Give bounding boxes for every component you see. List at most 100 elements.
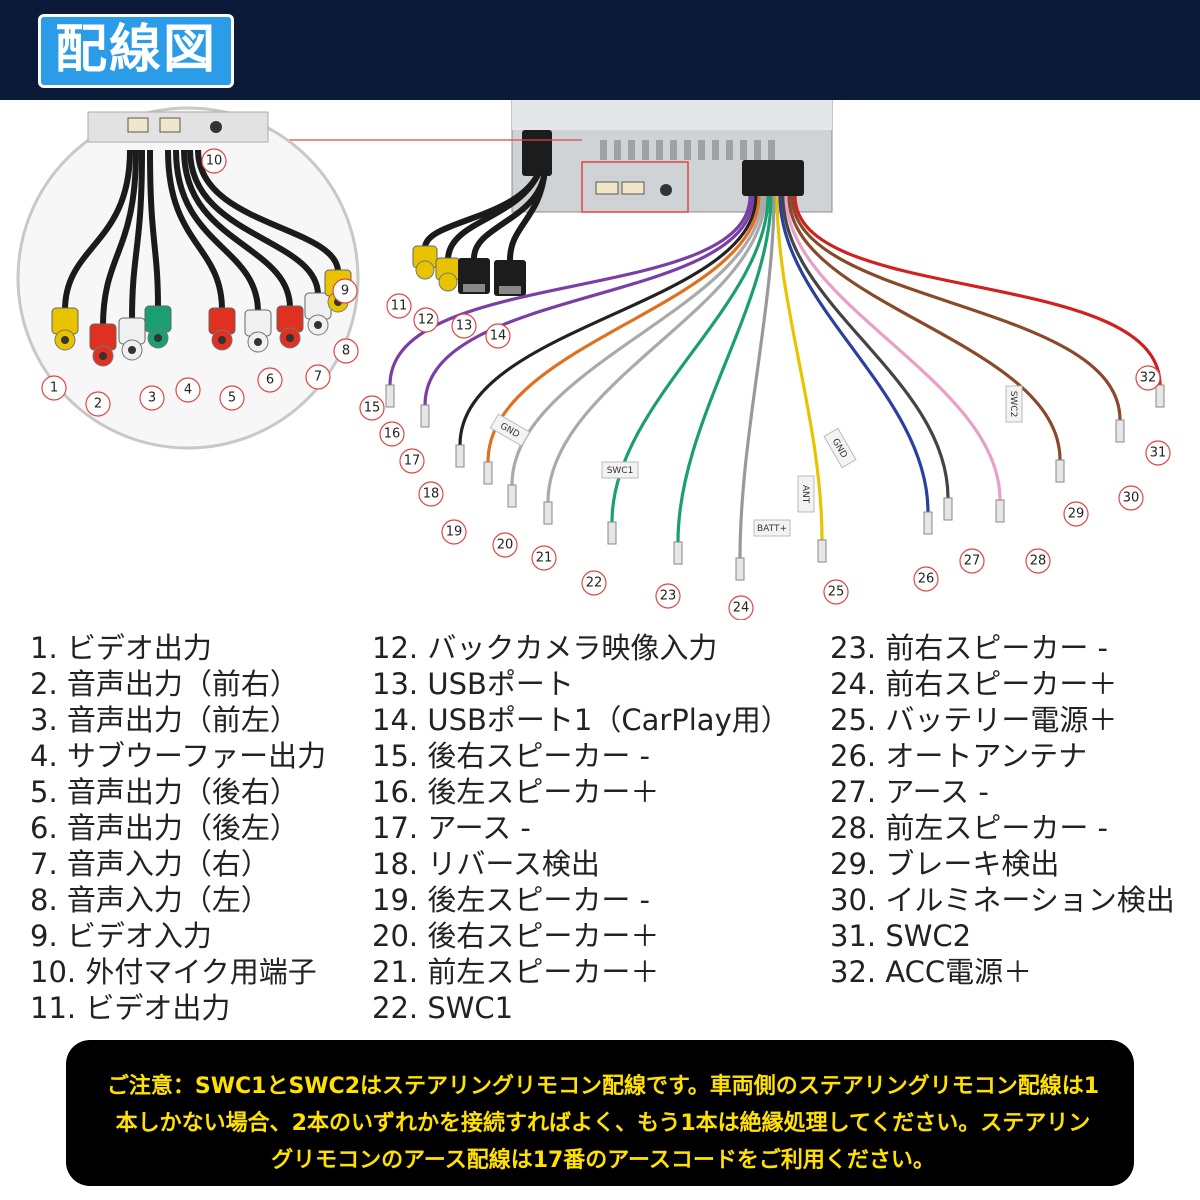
callout-label: 28	[1030, 554, 1047, 569]
callout-circle	[581, 570, 607, 596]
callout-circle	[219, 385, 245, 411]
callout-circle	[1063, 501, 1089, 527]
callout-number: 16	[379, 421, 405, 447]
callout-circle	[959, 548, 985, 574]
legend-item: 19. 後左スピーカー -	[372, 883, 651, 917]
legend-item: 6. 音声出力（後左）	[30, 811, 299, 845]
wire-tag-label: BATT+	[757, 524, 787, 534]
callout-label: 14	[490, 329, 507, 344]
connector-port	[621, 181, 645, 195]
harness-wire	[486, 195, 761, 463]
callout-label: 3	[148, 391, 156, 406]
wire-terminal	[817, 539, 827, 563]
vent-slot	[600, 140, 607, 160]
vent-slot	[768, 140, 775, 160]
legend-item: 22. SWC1	[372, 991, 514, 1025]
rca-cable	[100, 149, 139, 327]
callout-label: 16	[384, 427, 401, 442]
rca-pin	[254, 338, 262, 346]
legend-item: 15. 後右スピーカー -	[372, 739, 651, 773]
callout-label: 7	[314, 370, 322, 385]
wire-tag-label: ANT	[800, 485, 810, 504]
legend-item: 18. リバース検出	[372, 847, 600, 881]
legend-item: 13. USBポート	[372, 667, 574, 701]
rca-pin	[99, 352, 107, 360]
vent-slot	[754, 140, 761, 160]
rca-cable	[173, 149, 261, 313]
rca-pin	[154, 334, 162, 342]
callout-number: 21	[531, 545, 557, 571]
callout-number: 10	[201, 148, 227, 174]
wire-terminal	[995, 499, 1005, 523]
wire-tag-box	[489, 413, 531, 447]
wire-tag-box	[823, 427, 857, 469]
wire-tag-box	[753, 519, 791, 537]
legend-item: 31. SWC2	[830, 919, 972, 953]
wire-terminal	[1055, 459, 1065, 483]
legend-item: 23. 前右スピーカー -	[830, 631, 1109, 665]
wire-tag-label: SWC2	[1008, 391, 1018, 418]
legend-item: 1. ビデオ出力	[30, 631, 212, 665]
callout-circle	[728, 595, 754, 620]
vent-slot	[712, 140, 719, 160]
harness-wire	[423, 195, 755, 406]
callout-label: 19	[446, 525, 463, 540]
callout-number: 17	[399, 448, 425, 474]
callout-circle	[41, 375, 67, 401]
page-title: 配線図	[38, 14, 235, 88]
legend-item: 8. 音声入力（左）	[30, 883, 270, 917]
callout-circle	[386, 293, 412, 319]
wire-tag-label: SWC1	[607, 466, 634, 476]
legend-item: 11. ビデオ出力	[30, 991, 231, 1025]
callout-label: 24	[733, 601, 750, 616]
callout-label: 5	[228, 391, 236, 406]
callout-number: 6	[257, 367, 283, 393]
callout-number: 29	[1063, 501, 1089, 527]
usb-tip	[463, 284, 485, 292]
callout-label: 20	[497, 538, 514, 553]
callout-circle	[492, 532, 518, 558]
callout-label: 15	[364, 401, 381, 416]
callout-label: 31	[1150, 446, 1167, 461]
legend-item: 21. 前左スピーカー＋	[372, 955, 660, 989]
legend-item: 5. 音声出力（後右）	[30, 775, 299, 809]
callout-number: 12	[413, 307, 439, 333]
legend-item: 26. オートアンテナ	[830, 739, 1088, 773]
mic-jack	[210, 121, 222, 133]
rca-cable	[62, 149, 133, 311]
callout-number: 32	[1135, 365, 1161, 391]
usb-tip	[499, 286, 521, 294]
rca-cable	[187, 149, 321, 296]
callout-number: 31	[1145, 440, 1171, 466]
callout-number: 18	[418, 481, 444, 507]
callout-circle	[257, 367, 283, 393]
wire-tag: SWC1	[601, 461, 639, 479]
wire-terminal	[607, 521, 617, 545]
legend-item: 24. 前右スピーカー＋	[830, 667, 1118, 701]
callout-number: 13	[451, 313, 477, 339]
callout-circle	[418, 481, 444, 507]
callout-label: 32	[1140, 371, 1157, 386]
vent-slot	[656, 140, 663, 160]
legend-item: 29. ブレーキ検出	[830, 847, 1060, 881]
callout-label: 21	[536, 551, 553, 566]
callout-label: 6	[266, 373, 274, 388]
callout-circle	[305, 364, 331, 390]
rca-cable	[129, 149, 145, 321]
callout-number: 3	[139, 385, 165, 411]
callout-circle	[451, 313, 477, 339]
vent-slot	[642, 140, 649, 160]
callout-number: 5	[219, 385, 245, 411]
harness-wire	[793, 195, 1162, 386]
callout-number: 23	[655, 583, 681, 609]
harness-wire	[778, 195, 930, 513]
vent-slot	[614, 140, 621, 160]
callout-circle	[1135, 365, 1161, 391]
callout-label: 11	[391, 299, 408, 314]
callout-label: 18	[423, 487, 440, 502]
callout-number: 30	[1118, 485, 1144, 511]
rca-cable	[181, 149, 293, 309]
